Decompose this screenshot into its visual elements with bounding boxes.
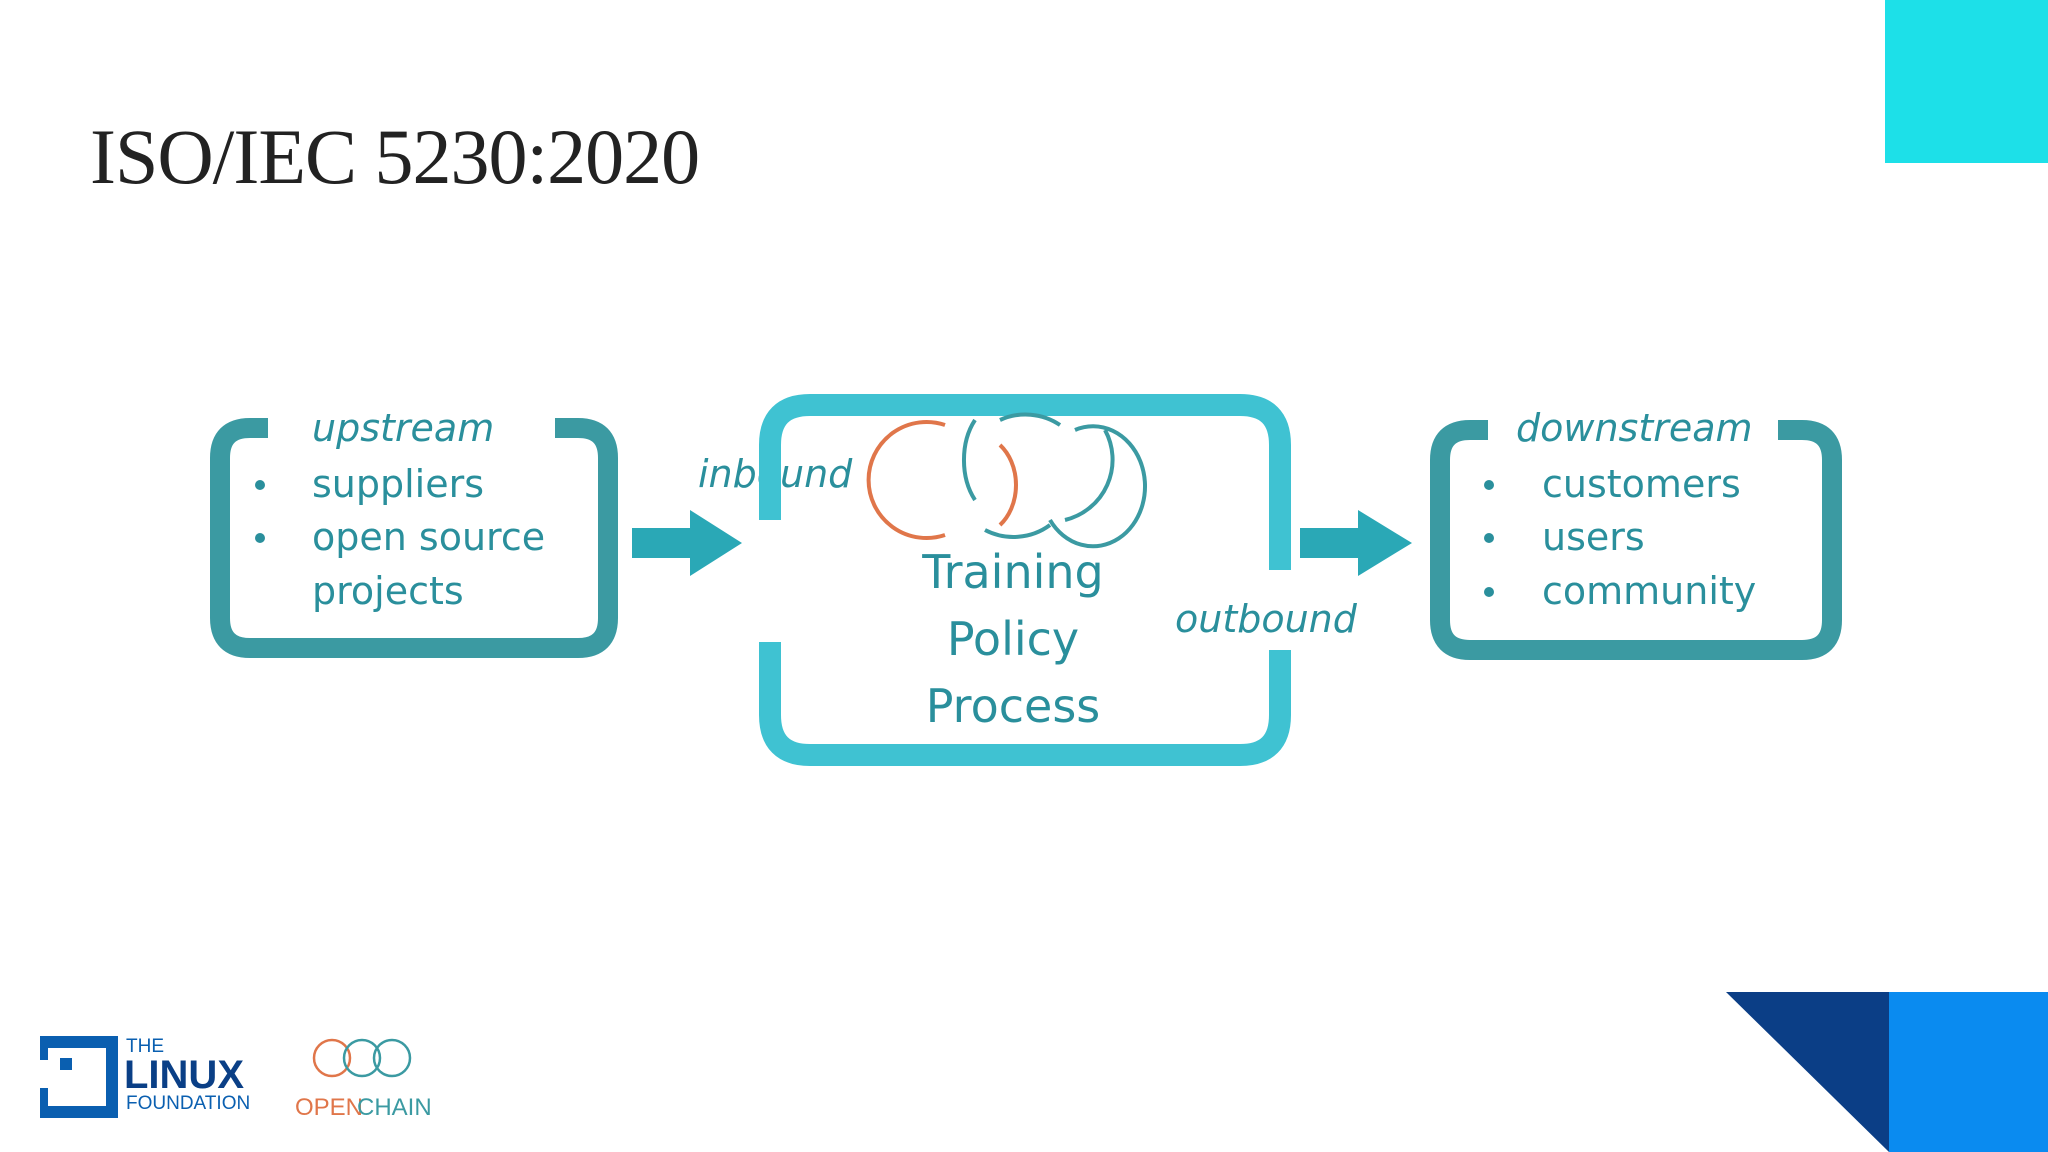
bullet-icon — [255, 533, 265, 543]
upstream-item-suppliers: suppliers — [312, 462, 484, 506]
openchain-open: OPEN — [295, 1094, 363, 1121]
downstream-item-customers: customers — [1542, 462, 1741, 506]
center-line-policy: Policy — [947, 612, 1079, 666]
bullet-icon — [1484, 587, 1494, 597]
openchain-rings-icon — [866, 412, 1148, 549]
bullet-icon — [1484, 533, 1494, 543]
downstream-item-users: users — [1542, 515, 1645, 559]
lf-foundation: FOUNDATION — [126, 1093, 250, 1114]
corner-accent-bottom-right — [1726, 992, 2048, 1152]
inbound-arrow-icon — [632, 510, 742, 576]
page-title: ISO/IEC 5230:2020 — [90, 113, 700, 200]
downstream-item-community: community — [1542, 569, 1756, 613]
lf-the: THE — [126, 1036, 164, 1057]
upstream-header: upstream — [312, 406, 494, 450]
openchain-logo: OPEN CHAIN — [295, 1038, 432, 1121]
downstream-header: downstream — [1516, 406, 1753, 450]
openchain-logo-rings-icon — [312, 1038, 412, 1078]
upstream-item-projects: projects — [312, 569, 464, 613]
center-box: Training Policy Process — [759, 394, 1293, 766]
downstream-box: downstream customers users community — [1430, 406, 1842, 660]
upstream-item-open-source: open source — [312, 515, 545, 559]
corner-accent-top-right — [1885, 0, 2048, 163]
linux-foundation-logo: THE LINUX FOUNDATION — [40, 1036, 250, 1118]
bullet-icon — [255, 480, 265, 490]
lf-linux: LINUX — [124, 1053, 244, 1097]
outbound-label: outbound — [1175, 597, 1358, 641]
footer-logos: THE LINUX FOUNDATION OPEN CHAIN — [40, 1036, 432, 1121]
bullet-icon — [1484, 480, 1494, 490]
openchain-chain: CHAIN — [357, 1094, 432, 1121]
center-line-training: Training — [921, 545, 1104, 599]
upstream-box: upstream suppliers open source projects — [210, 406, 618, 658]
outbound-arrow-icon — [1300, 510, 1412, 576]
center-line-process: Process — [926, 679, 1101, 733]
